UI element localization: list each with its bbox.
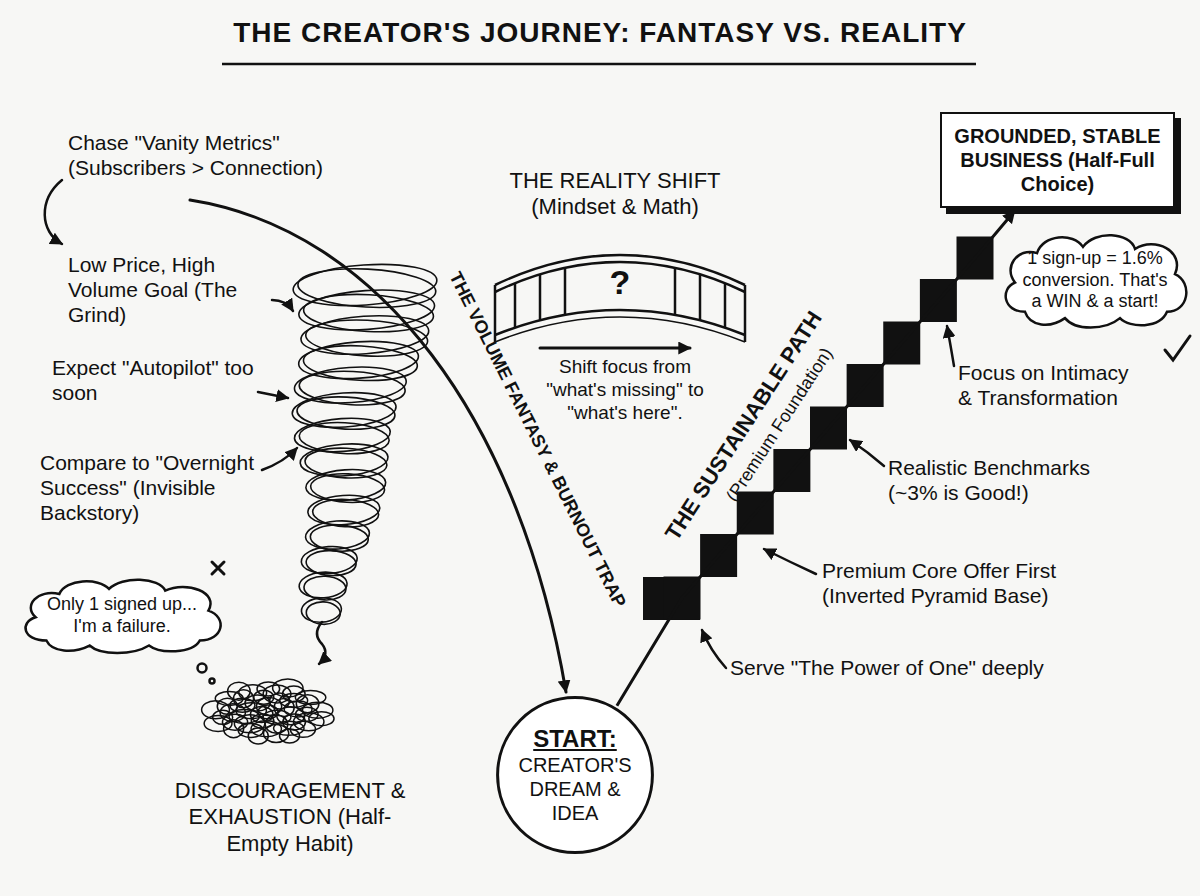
scribble-loop <box>215 691 243 705</box>
thought-dot <box>198 664 207 673</box>
scribble-loop <box>248 728 268 744</box>
tornado-loop <box>300 545 358 576</box>
bridge-slat <box>674 268 677 315</box>
thought-dot <box>210 679 215 684</box>
bridge-slat <box>724 283 727 328</box>
note-label: Focus on Intimacy & Transformation <box>958 360 1140 410</box>
tornado-loop <box>303 343 419 383</box>
title-underline <box>222 63 976 66</box>
leader-arrow <box>258 392 288 398</box>
note-label: Shift focus from "what's missing" to "wh… <box>539 356 711 424</box>
cross-mark <box>212 562 224 574</box>
scribble-loop <box>309 712 334 726</box>
tornado-loop <box>297 338 419 383</box>
tornado-loop <box>305 467 387 503</box>
node-heading: START: <box>533 725 617 754</box>
bridge-post <box>744 285 747 342</box>
node-text: GROUNDED, STABLE BUSINESS (Half-Full Cho… <box>954 124 1161 196</box>
note-label: Low Price, High Volume Goal (The Grind) <box>68 252 273 328</box>
note-label: Compare to "Overnight Success" (Invisibl… <box>40 450 260 526</box>
bridge-slat <box>514 283 517 328</box>
leader-arrow <box>45 180 62 244</box>
discouragement-scribble <box>202 679 334 744</box>
note-label: Expect "Autopilot" too soon <box>52 355 257 405</box>
node-text: 1 sign-up = 1.6% conversion. That's a WI… <box>1019 248 1171 313</box>
tornado-scribble <box>291 260 438 625</box>
scribble-loop <box>224 720 244 738</box>
note-label: DISCOURAGEMENT & EXHAUSTION (Half-Empty … <box>160 778 420 857</box>
leader-arrow <box>947 326 954 366</box>
leader-arrow <box>702 630 726 668</box>
scribble-loop <box>280 729 300 743</box>
scribble-loop <box>273 679 303 697</box>
shift-arrow <box>540 347 690 350</box>
tornado-loop <box>298 286 436 334</box>
note-label: Realistic Benchmarks (~3% is Good!) <box>888 455 1103 505</box>
node-text: Only 1 signed up... I'm a failure. <box>38 594 206 637</box>
tornado-loop <box>297 266 437 311</box>
note-label: THE REALITY SHIFT (Mindset & Math) <box>465 168 765 221</box>
tornado-loop <box>305 317 429 359</box>
cloud-shape <box>1006 235 1187 327</box>
leader-arrow <box>262 448 297 470</box>
bridge-slat <box>699 275 702 320</box>
tornado-loop <box>303 291 435 335</box>
leader-arrow <box>272 300 293 311</box>
tornado-loop <box>304 446 387 480</box>
goal-box: GROUNDED, STABLE BUSINESS (Half-Full Cho… <box>940 112 1175 208</box>
bridge <box>495 255 745 342</box>
tornado-tail-arrow <box>317 622 325 664</box>
tornado-loop <box>307 493 381 527</box>
scribble-loop <box>282 686 305 702</box>
bridge-deck <box>495 310 745 335</box>
bridge-slat <box>539 275 542 320</box>
tornado-loop <box>306 601 341 625</box>
cloud-shape <box>26 580 221 653</box>
check-mark <box>1165 336 1190 360</box>
tornado-loop <box>300 312 430 358</box>
bridge-slat <box>564 268 567 315</box>
circle-shape <box>498 698 653 853</box>
scribble-loop <box>228 682 251 700</box>
scribble-loop <box>204 715 232 731</box>
thought-bubble: 1 sign-up = 1.6% conversion. That's a WI… <box>995 228 1195 333</box>
bridge-deck <box>495 317 745 342</box>
note-label: Serve "The Power of One" deeply <box>730 655 1070 680</box>
tornado-loop <box>291 389 397 430</box>
node-text: CREATOR'S DREAM & IDEA <box>510 753 640 825</box>
start-circle: START:CREATOR'S DREAM & IDEA <box>496 696 654 854</box>
thought-dots <box>198 254 990 684</box>
note-label: ? <box>600 262 640 303</box>
leader-arrow <box>764 549 816 574</box>
note-label: Chase "Vanity Metrics" (Subscribers > Co… <box>68 130 368 180</box>
tornado-loop <box>298 369 406 408</box>
volume-trap-arrow <box>190 200 566 692</box>
leader-arrow <box>850 440 884 466</box>
tornado-loop <box>298 571 348 600</box>
thought-bubble: Only 1 signed up... I'm a failure. <box>14 574 230 657</box>
diagram-title: THE CREATOR'S JOURNEY: FANTASY VS. REALI… <box>0 16 1200 50</box>
note-label: Premium Core Offer First (Inverted Pyram… <box>822 558 1082 608</box>
